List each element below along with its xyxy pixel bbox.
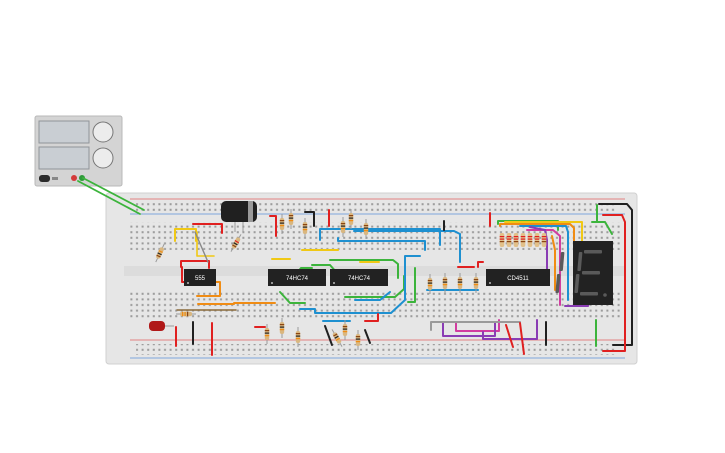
resistor-r18[interactable]: [342, 320, 348, 340]
chip-555-label: 555: [195, 276, 206, 282]
wire-red-14[interactable]: [519, 322, 525, 355]
wire-blue-1[interactable]: [319, 228, 441, 246]
segment-e: [555, 274, 561, 293]
wire-gray-1[interactable]: [194, 231, 209, 263]
bottom-power-rail[interactable]: [136, 344, 616, 355]
power-switch[interactable]: [39, 175, 50, 182]
resistor-r8[interactable]: [348, 209, 354, 229]
seven-segment-display[interactable]: 8: [0, 0, 613, 305]
wire-blue-8[interactable]: [519, 225, 569, 301]
chip-74hc74-2-body[interactable]: [330, 269, 388, 286]
resistor-r5[interactable]: [288, 209, 294, 229]
wire-red-6[interactable]: [269, 215, 277, 237]
chip-74hc74-1-label: 74HC74: [286, 276, 309, 282]
chip-74hc74-1-body[interactable]: [268, 269, 326, 286]
resistor-r1[interactable]: [154, 243, 166, 263]
resistor-r15[interactable]: [279, 318, 285, 338]
resistor-bank-3[interactable]: [513, 233, 519, 247]
led-body[interactable]: [149, 321, 165, 331]
segment-f: [559, 252, 565, 271]
segment-d: [580, 292, 598, 296]
wire-black-4[interactable]: [364, 329, 371, 344]
resistor-r2[interactable]: [229, 233, 243, 253]
resistor-bank-1[interactable]: [499, 233, 505, 247]
wire-green-1[interactable]: [329, 259, 399, 279]
wire-supply-positive[interactable]: [82, 177, 145, 211]
resistor-r19[interactable]: [355, 330, 361, 350]
wire-black-3[interactable]: [324, 325, 333, 346]
resistor-r17[interactable]: [330, 328, 344, 348]
display-segments: [555, 250, 607, 297]
wire-orange-2[interactable]: [197, 302, 276, 305]
resistor-r9[interactable]: [363, 219, 369, 239]
wire-yellow-2[interactable]: [196, 231, 215, 257]
ic-74hc74-1[interactable]: 74HC74: [268, 269, 326, 286]
positive-terminal[interactable]: [79, 175, 85, 181]
wire-black-2[interactable]: [304, 211, 315, 227]
resistor-r13[interactable]: [473, 273, 479, 293]
wire-red-13[interactable]: [505, 324, 514, 348]
segment-dp: [603, 293, 607, 297]
resistor-r7[interactable]: [340, 217, 346, 237]
resistors[interactable]: [154, 209, 547, 350]
wire-magenta-2[interactable]: [455, 319, 500, 332]
led[interactable]: [149, 321, 174, 331]
power-supply[interactable]: [34, 115, 123, 187]
ic-cd4511[interactable]: CD4511: [486, 269, 550, 286]
negative-terminal[interactable]: [71, 175, 77, 181]
resistor-r16[interactable]: [295, 327, 301, 347]
wire-orange-1[interactable]: [196, 281, 221, 297]
chip-cd4511-label: CD4511: [507, 276, 529, 282]
resistor-r4[interactable]: [279, 214, 285, 234]
resistor-bank-2[interactable]: [506, 233, 512, 247]
chip-cd4511-body[interactable]: [486, 269, 550, 286]
resistor-bank-4[interactable]: [520, 233, 526, 247]
resistor-bank-6[interactable]: [534, 233, 540, 247]
resistor-bank[interactable]: [499, 233, 547, 247]
segment-c: [574, 274, 580, 293]
resistor-r10[interactable]: [427, 274, 433, 294]
resistor-r6[interactable]: [302, 218, 308, 238]
top-power-rail[interactable]: [136, 201, 616, 212]
voltage-display: [38, 120, 90, 144]
wire-red-15[interactable]: [602, 214, 626, 352]
voltage-knob[interactable]: [92, 121, 114, 143]
segment-a: [584, 250, 602, 254]
ic-555[interactable]: 555: [184, 269, 216, 286]
wire-blue-2[interactable]: [337, 237, 426, 251]
wire-green-9[interactable]: [591, 221, 613, 235]
resistor-r14[interactable]: [264, 324, 270, 344]
segment-g: [582, 271, 600, 275]
wire-blue-3[interactable]: [353, 230, 461, 263]
wire-blue-4[interactable]: [299, 255, 421, 314]
current-knob[interactable]: [92, 147, 114, 169]
wire-red-8[interactable]: [364, 313, 379, 322]
capacitor-stripe: [248, 201, 253, 222]
ic-74hc74-2[interactable]: 74HC74: [330, 269, 388, 286]
wire-green-4[interactable]: [279, 291, 306, 304]
chip-555-body[interactable]: [184, 269, 216, 286]
resistor-bank-7[interactable]: [541, 233, 547, 247]
wires[interactable]: [77, 177, 633, 356]
power-indicator: [52, 177, 58, 180]
wire-supply-negative[interactable]: [77, 180, 141, 215]
resistor-r12[interactable]: [457, 273, 463, 293]
electrolytic-capacitor[interactable]: [221, 201, 257, 232]
resistor-r3[interactable]: [176, 311, 196, 317]
wire-gray-2[interactable]: [430, 321, 521, 331]
wire-blue-5[interactable]: [354, 291, 391, 301]
segment-b: [577, 252, 583, 271]
wire-red-3[interactable]: [192, 223, 223, 234]
resistor-r11[interactable]: [442, 273, 448, 293]
wire-orange-4[interactable]: [551, 235, 556, 291]
wire-red-12[interactable]: [477, 261, 484, 268]
wire-red-2[interactable]: [180, 260, 210, 269]
wire-purple-3[interactable]: [442, 321, 496, 337]
resistor-bank-5[interactable]: [527, 233, 533, 247]
wire-green-6[interactable]: [407, 267, 416, 303]
chip-74hc74-2-label: 74HC74: [348, 276, 371, 282]
current-display: [38, 146, 90, 170]
